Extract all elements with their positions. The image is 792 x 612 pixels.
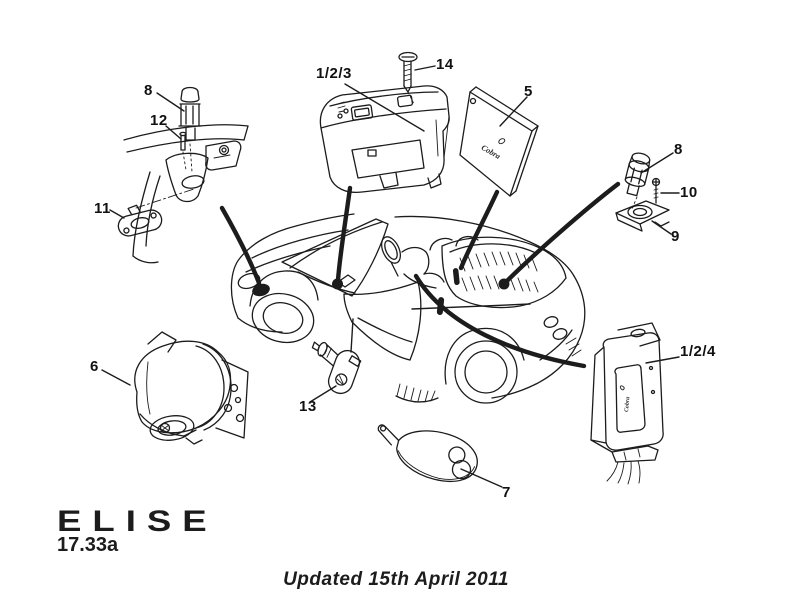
wiring-loom-illustration — [606, 460, 641, 485]
callout-bracket-9: 9 — [671, 228, 680, 245]
callout-ecu-124: 1/2/4 — [680, 343, 716, 360]
locating-pin-illustration — [179, 131, 187, 171]
location-marker-scuttle — [332, 278, 343, 290]
siren-6-illustration — [134, 331, 249, 445]
ecu-124-illustration: Cobra — [590, 322, 664, 485]
screw-10-illustration — [651, 177, 661, 204]
callout-screw-10: 10 — [680, 184, 698, 201]
elise-logo: ELISE — [57, 505, 218, 538]
callout-pin: 12 — [150, 112, 168, 129]
location-marker-engine-cover — [452, 268, 460, 286]
callout-ecu-123: 1/2/3 — [316, 65, 352, 82]
car-illustration — [230, 213, 586, 404]
callout-sensor-rear: 8 — [674, 141, 683, 158]
location-marker-vent — [498, 278, 510, 290]
leader-lines-thick — [219, 181, 621, 369]
cobra-brand-mark: Cobra — [480, 143, 502, 161]
module-5-illustration: Cobra — [459, 86, 539, 197]
location-marker-sill — [436, 297, 445, 316]
callout-siren-6: 6 — [90, 358, 99, 375]
location-marker-headlamp — [252, 283, 270, 297]
callout-module-5: 5 — [524, 83, 533, 100]
front-sensor-assembly-illustration — [117, 86, 249, 264]
switch-13-illustration — [311, 318, 362, 395]
updated-note: Updated 15th April 2011 — [283, 569, 509, 590]
mounting-plate-illustration — [117, 204, 163, 237]
bracket-9-illustration — [615, 200, 670, 232]
ecu-123-illustration — [319, 51, 450, 194]
screw-14-illustration — [398, 51, 418, 105]
callout-mounting-plate: 11 — [94, 200, 111, 217]
key-fob-7-illustration — [377, 424, 478, 483]
callout-switch-13: 13 — [299, 398, 317, 415]
section-code: 17.33a — [57, 534, 119, 556]
leader-lines-thin — [101, 65, 680, 488]
rear-sensor-assembly-illustration — [615, 152, 670, 232]
callout-sensor-front: 8 — [144, 82, 153, 99]
callout-key-fob-7: 7 — [502, 484, 511, 501]
cobra-brand-mark-small: Cobra — [624, 397, 631, 413]
callout-screw-14: 14 — [436, 56, 454, 73]
rear-impact-sensor-illustration — [624, 152, 651, 197]
